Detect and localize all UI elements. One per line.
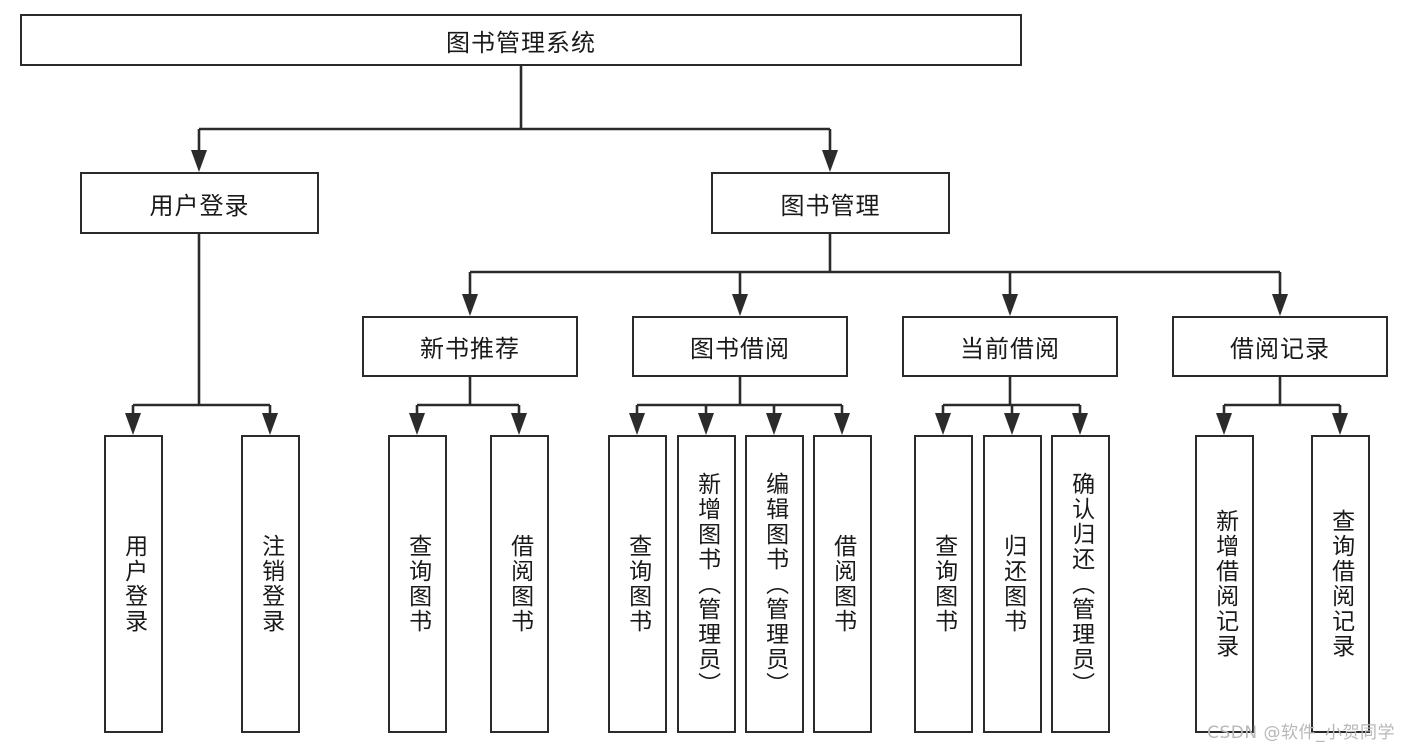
arrowhead-borrow-record xyxy=(1272,294,1288,316)
node-root[interactable]: 图书管理系统 xyxy=(20,14,1022,66)
node-borrow-record[interactable]: 借阅记录 xyxy=(1172,316,1388,377)
node-current-borrow-label: 当前借阅 xyxy=(960,335,1060,363)
node-current-borrow[interactable]: 当前借阅 xyxy=(902,316,1118,377)
arrowhead-leaf-add-record xyxy=(1216,413,1232,435)
node-leaf-query-book-3[interactable]: 查询图书 xyxy=(914,435,973,733)
node-root-label: 图书管理系统 xyxy=(446,28,596,57)
node-leaf-borrow-book-1-label: 借阅图书 xyxy=(506,534,533,634)
node-new-book-rec[interactable]: 新书推荐 xyxy=(362,316,578,377)
node-user-login-label: 用户登录 xyxy=(149,191,250,220)
node-leaf-edit-book-label: 编辑图书（管理员） xyxy=(761,471,788,697)
node-borrow-record-label: 借阅记录 xyxy=(1230,335,1330,363)
node-leaf-edit-book[interactable]: 编辑图书（管理员） xyxy=(745,435,804,733)
arrowhead-book-borrow xyxy=(732,294,748,316)
node-leaf-query-book-3-label: 查询图书 xyxy=(930,534,957,634)
arrowhead-leaf-edit-book xyxy=(766,413,782,435)
csdn-watermark: CSDN @软件_小贺同学 xyxy=(1207,723,1395,743)
node-book-borrow[interactable]: 图书借阅 xyxy=(632,316,848,377)
node-leaf-return-book[interactable]: 归还图书 xyxy=(983,435,1042,733)
node-leaf-query-record[interactable]: 查询借阅记录 xyxy=(1311,435,1370,733)
arrowhead-leaf-user-login xyxy=(125,413,141,435)
node-new-book-rec-label: 新书推荐 xyxy=(420,335,520,363)
node-leaf-user-login-label: 用户登录 xyxy=(120,534,147,634)
node-leaf-query-book-1[interactable]: 查询图书 xyxy=(388,435,447,733)
node-leaf-add-book[interactable]: 新增图书（管理员） xyxy=(677,435,736,733)
node-leaf-add-record[interactable]: 新增借阅记录 xyxy=(1195,435,1254,733)
arrowhead-leaf-query-book-1 xyxy=(409,413,425,435)
arrowhead-new-book-rec xyxy=(462,294,478,316)
node-leaf-query-record-label: 查询借阅记录 xyxy=(1327,509,1354,659)
node-leaf-confirm-return[interactable]: 确认归还（管理员） xyxy=(1051,435,1110,733)
arrowhead-leaf-user-logout xyxy=(262,413,278,435)
node-leaf-borrow-book-1[interactable]: 借阅图书 xyxy=(490,435,549,733)
node-leaf-user-login[interactable]: 用户登录 xyxy=(104,435,163,733)
arrowhead-leaf-query-record xyxy=(1332,413,1348,435)
node-leaf-user-logout[interactable]: 注销登录 xyxy=(241,435,300,733)
node-book-manage-label: 图书管理 xyxy=(780,191,881,220)
node-leaf-query-book-2-label: 查询图书 xyxy=(624,534,651,634)
arrowhead-user-login xyxy=(191,150,207,172)
arrowhead-leaf-add-book xyxy=(698,413,714,435)
node-leaf-borrow-book-2-label: 借阅图书 xyxy=(829,534,856,634)
node-leaf-query-book-2[interactable]: 查询图书 xyxy=(608,435,667,733)
node-leaf-query-book-1-label: 查询图书 xyxy=(404,534,431,634)
node-leaf-return-book-label: 归还图书 xyxy=(999,534,1026,634)
arrowhead-leaf-return-book xyxy=(1004,413,1020,435)
arrowhead-book-manage xyxy=(822,150,838,172)
node-book-borrow-label: 图书借阅 xyxy=(690,335,790,363)
arrowhead-leaf-confirm-return xyxy=(1072,413,1088,435)
node-leaf-add-book-label: 新增图书（管理员） xyxy=(693,471,720,697)
node-book-manage[interactable]: 图书管理 xyxy=(711,172,950,234)
node-leaf-add-record-label: 新增借阅记录 xyxy=(1211,509,1238,659)
node-leaf-borrow-book-2[interactable]: 借阅图书 xyxy=(813,435,872,733)
node-user-login[interactable]: 用户登录 xyxy=(80,172,319,234)
arrowhead-leaf-query-book-2 xyxy=(629,413,645,435)
arrowhead-leaf-query-book-3 xyxy=(935,413,951,435)
node-leaf-confirm-return-label: 确认归还（管理员） xyxy=(1067,471,1094,697)
arrowhead-leaf-borrow-book-1 xyxy=(511,413,527,435)
node-leaf-user-logout-label: 注销登录 xyxy=(257,534,284,634)
arrowhead-current-borrow xyxy=(1002,294,1018,316)
arrowhead-leaf-borrow-book-2 xyxy=(834,413,850,435)
